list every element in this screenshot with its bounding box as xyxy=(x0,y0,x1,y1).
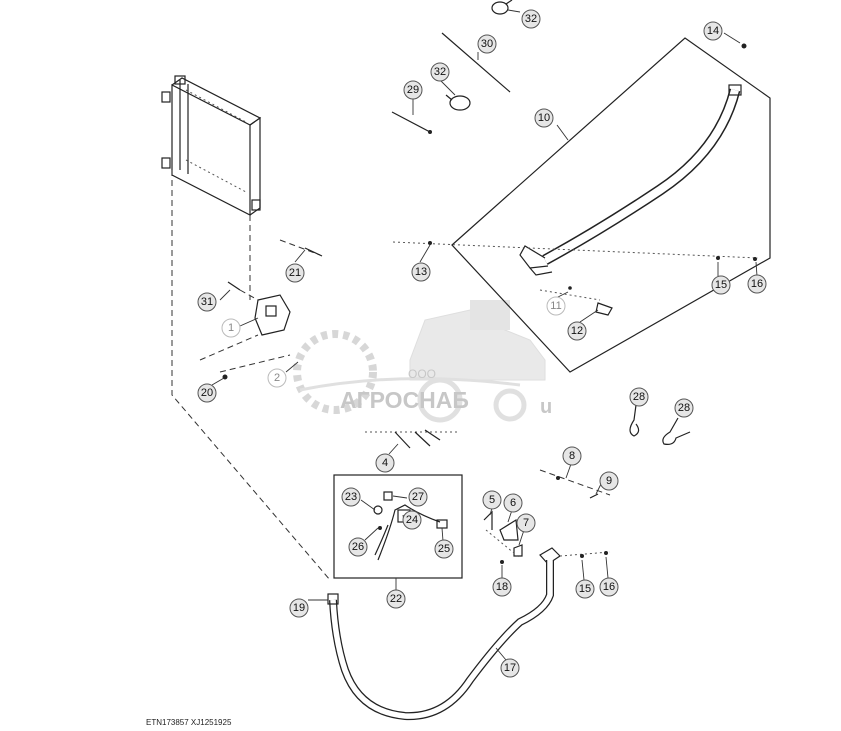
svg-text:13: 13 xyxy=(415,266,427,278)
part-28-spring-a xyxy=(629,404,640,437)
svg-text:32: 32 xyxy=(434,66,446,78)
svg-text:7: 7 xyxy=(523,517,529,529)
watermark-prefix: ООО xyxy=(408,367,436,381)
callout-28: 28 xyxy=(629,387,649,407)
svg-text:32: 32 xyxy=(525,13,537,25)
svg-text:8: 8 xyxy=(569,450,575,462)
svg-text:15: 15 xyxy=(715,279,727,291)
callout-14: 14 xyxy=(703,21,723,41)
part-10-hose xyxy=(519,84,742,276)
callout-17: 17 xyxy=(500,658,520,678)
svg-text:1: 1 xyxy=(228,322,234,334)
svg-text:30: 30 xyxy=(481,38,493,50)
agrosnab-watermark: ООО АГРОСНАБ u xyxy=(293,300,552,423)
watermark-suffix: u xyxy=(540,396,552,418)
callout-6: 6 xyxy=(503,493,523,513)
watermark-brand: АГРОСНАБ xyxy=(340,387,469,413)
svg-text:17: 17 xyxy=(504,662,516,674)
svg-text:16: 16 xyxy=(751,278,763,290)
part-21-bolt xyxy=(304,247,323,257)
part-7-clip xyxy=(513,544,523,557)
svg-text:10: 10 xyxy=(538,112,550,124)
svg-text:23: 23 xyxy=(345,491,357,503)
part-5-bracket xyxy=(483,510,493,530)
svg-text:19: 19 xyxy=(293,602,305,614)
callout-28: 28 xyxy=(674,398,694,418)
callout-31: 31 xyxy=(197,292,217,312)
callout-10: 10 xyxy=(534,108,554,128)
part-12-connector xyxy=(568,286,613,316)
callout-11: 11 xyxy=(546,296,566,316)
svg-text:21: 21 xyxy=(289,267,301,279)
svg-text:20: 20 xyxy=(201,387,213,399)
callout-23: 23 xyxy=(341,487,361,507)
callout-18: 18 xyxy=(492,577,512,597)
callout-9: 9 xyxy=(599,471,619,491)
svg-text:2: 2 xyxy=(274,372,280,384)
svg-text:4: 4 xyxy=(382,457,388,469)
callout-22: 22 xyxy=(386,589,406,609)
part-4-fasteners xyxy=(365,429,460,449)
svg-text:31: 31 xyxy=(201,296,213,308)
reference-code: ETN173857 XJ1251925 xyxy=(146,718,232,727)
svg-text:6: 6 xyxy=(510,497,516,509)
callout-32: 32 xyxy=(521,9,541,29)
callout-16: 16 xyxy=(747,274,767,294)
callout-20: 20 xyxy=(197,383,217,403)
part-6-bracket xyxy=(499,518,519,541)
callout-30: 30 xyxy=(477,34,497,54)
svg-text:12: 12 xyxy=(571,325,583,337)
callout-27: 27 xyxy=(408,487,428,507)
svg-text:28: 28 xyxy=(633,391,645,403)
callout-4: 4 xyxy=(375,453,395,473)
callout-2: 2 xyxy=(267,368,287,388)
callout-19: 19 xyxy=(289,598,309,618)
svg-text:14: 14 xyxy=(707,25,719,37)
condenser-radiator xyxy=(161,75,262,216)
part-10-outline xyxy=(451,37,771,373)
svg-text:25: 25 xyxy=(438,543,450,555)
callout-16: 16 xyxy=(599,577,619,597)
part-22-kit-box xyxy=(333,474,463,579)
callout-15: 15 xyxy=(711,275,731,295)
part-9-bolt xyxy=(589,493,599,499)
part-32-clamp-top xyxy=(491,0,513,15)
part-32-clamp xyxy=(445,94,471,111)
svg-text:11: 11 xyxy=(550,300,561,312)
svg-text:5: 5 xyxy=(489,494,495,506)
callout-32: 32 xyxy=(430,62,450,82)
part-15-16-fitting xyxy=(539,547,611,565)
callout-13: 13 xyxy=(411,262,431,282)
callout-21: 21 xyxy=(285,263,305,283)
callout-25: 25 xyxy=(434,539,454,559)
part-30-rod xyxy=(441,32,511,93)
part-22-harness xyxy=(373,491,448,561)
svg-text:29: 29 xyxy=(407,84,419,96)
callout-24: 24 xyxy=(402,510,422,530)
callout-29: 29 xyxy=(403,80,423,100)
callout-7: 7 xyxy=(516,513,536,533)
callout-26: 26 xyxy=(348,537,368,557)
part-1-bracket xyxy=(254,294,291,336)
svg-text:26: 26 xyxy=(352,541,364,553)
svg-text:16: 16 xyxy=(603,581,615,593)
part-31-pin xyxy=(227,281,241,291)
part-28-spring-b xyxy=(662,417,691,445)
svg-text:24: 24 xyxy=(406,514,418,526)
callout-8: 8 xyxy=(562,446,582,466)
svg-text:28: 28 xyxy=(678,402,690,414)
svg-text:18: 18 xyxy=(496,581,508,593)
part-29-rod xyxy=(391,111,431,133)
svg-text:22: 22 xyxy=(390,593,402,605)
callout-15: 15 xyxy=(575,579,595,599)
svg-text:27: 27 xyxy=(412,491,424,503)
svg-text:15: 15 xyxy=(579,583,591,595)
svg-text:9: 9 xyxy=(606,475,612,487)
callout-12: 12 xyxy=(567,321,587,341)
callout-5: 5 xyxy=(482,490,502,510)
callout-1: 1 xyxy=(221,318,241,338)
part-17-hose xyxy=(327,560,554,721)
